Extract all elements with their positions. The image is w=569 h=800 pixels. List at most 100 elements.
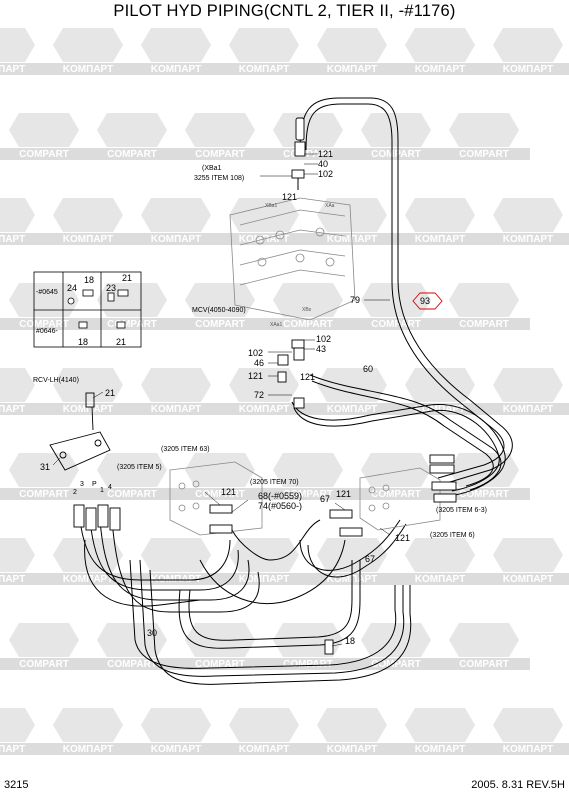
watermark-hexagon bbox=[141, 198, 211, 232]
ref-item-6: (3205 ITEM 6) bbox=[430, 532, 475, 539]
port-2: 2 bbox=[73, 489, 77, 496]
watermark-text: COMPART bbox=[107, 659, 157, 670]
ref-mcv: MCV(4050-4090) bbox=[192, 307, 246, 314]
watermark-text: KOMПАРТ bbox=[327, 744, 377, 755]
watermark-text: KOMПАРТ bbox=[239, 574, 289, 585]
watermark-text: KOMПАРТ bbox=[503, 574, 553, 585]
watermark-band bbox=[350, 658, 442, 670]
watermark-hexagon bbox=[0, 538, 35, 572]
watermark-hexagon bbox=[97, 623, 167, 657]
ref-rcv: RCV-LH(4140) bbox=[33, 377, 79, 384]
watermark-band bbox=[306, 63, 398, 75]
watermark-text: COMPART bbox=[107, 319, 157, 330]
label-46: 46 bbox=[254, 358, 264, 368]
watermark-band bbox=[482, 403, 569, 415]
watermark-text: COMPART bbox=[195, 659, 245, 670]
watermark-hexagon bbox=[361, 283, 431, 317]
label-102-top: 102 bbox=[318, 169, 333, 179]
watermark-band bbox=[482, 63, 569, 75]
label-18: 18 bbox=[345, 636, 355, 646]
watermark-hexagon bbox=[0, 708, 35, 742]
watermark-text: COMPART bbox=[19, 319, 69, 330]
watermark-hexagon bbox=[53, 368, 123, 402]
watermark-band bbox=[482, 233, 569, 245]
watermark-hexagon bbox=[317, 198, 387, 232]
watermark-text: KOMПАРТ bbox=[63, 234, 113, 245]
watermark-band bbox=[0, 148, 90, 160]
watermark-hexagon bbox=[361, 623, 431, 657]
watermark-band bbox=[262, 658, 354, 670]
label-121-g: 121 bbox=[395, 533, 410, 543]
watermark-band bbox=[86, 488, 178, 500]
watermark-text: KOMПАРТ bbox=[151, 234, 201, 245]
watermark-band bbox=[0, 233, 46, 245]
watermark-text: KOMПАРТ bbox=[503, 404, 553, 415]
watermark-hexagon bbox=[9, 113, 79, 147]
label-40: 40 bbox=[318, 159, 328, 169]
watermark-band bbox=[42, 403, 134, 415]
ref-item-70: (3205 ITEM 70) bbox=[250, 479, 299, 486]
port-xaa: XAa1 bbox=[270, 322, 282, 328]
watermark-text: KOMПАРТ bbox=[0, 234, 25, 245]
watermark-band bbox=[482, 573, 569, 585]
watermark-hexagon bbox=[229, 708, 299, 742]
fittings bbox=[73, 117, 457, 655]
watermark-hexagon bbox=[273, 453, 343, 487]
watermark-band bbox=[394, 233, 486, 245]
watermark-hexagon bbox=[229, 28, 299, 62]
label-60: 60 bbox=[363, 364, 373, 374]
watermark-hexagon bbox=[97, 453, 167, 487]
watermark-hexagon bbox=[53, 28, 123, 62]
watermark-hexagon bbox=[449, 283, 519, 317]
watermark-band bbox=[86, 318, 178, 330]
watermark-band bbox=[174, 148, 266, 160]
watermark-text: COMPART bbox=[459, 659, 509, 670]
watermark-hexagon bbox=[493, 708, 563, 742]
watermark-band bbox=[0, 63, 46, 75]
watermark-text: COMPART bbox=[459, 149, 509, 160]
mcv-valve-block bbox=[229, 197, 356, 321]
watermark-text: KOMПАРТ bbox=[151, 744, 201, 755]
watermark-band bbox=[306, 403, 398, 415]
watermark-band bbox=[218, 63, 310, 75]
watermark-band bbox=[394, 403, 486, 415]
watermark-text: KOMПАРТ bbox=[63, 64, 113, 75]
inset-table bbox=[33, 271, 142, 348]
watermark-hexagon bbox=[141, 708, 211, 742]
watermark-text: COMPART bbox=[459, 319, 509, 330]
watermark-hexagon bbox=[97, 113, 167, 147]
label-93: 93 bbox=[420, 296, 430, 306]
watermark-band bbox=[130, 743, 222, 755]
label-121-f: 121 bbox=[336, 489, 351, 499]
inset-part-21: 21 bbox=[122, 273, 132, 283]
ref-item-6-3: (3205 ITEM 6-3) bbox=[436, 507, 487, 514]
watermark-text: KOMПАРТ bbox=[415, 574, 465, 585]
watermark-hexagon bbox=[229, 538, 299, 572]
label-21: 21 bbox=[105, 388, 115, 398]
watermark-band bbox=[130, 573, 222, 585]
watermark-band bbox=[86, 148, 178, 160]
watermark-band bbox=[42, 573, 134, 585]
watermark-band bbox=[262, 318, 354, 330]
watermark-text: KOMПАРТ bbox=[503, 234, 553, 245]
inset-bolts bbox=[67, 289, 129, 329]
watermark-text: COMPART bbox=[195, 149, 245, 160]
watermark-text: KOMПАРТ bbox=[63, 574, 113, 585]
watermark-band bbox=[0, 488, 90, 500]
watermark-text: KOMПАРТ bbox=[151, 64, 201, 75]
inset-row-1-label: -#0645 bbox=[36, 289, 58, 296]
label-67-b: 67 bbox=[365, 554, 375, 564]
watermark-text: COMPART bbox=[283, 659, 333, 670]
watermark-hexagon bbox=[317, 28, 387, 62]
watermark-band bbox=[42, 63, 134, 75]
watermark-text: COMPART bbox=[371, 659, 421, 670]
port-xbs: XBs bbox=[302, 307, 312, 313]
watermark-text: KOMПАРТ bbox=[415, 744, 465, 755]
label-121-mid: 121 bbox=[282, 192, 297, 202]
watermark-text: COMPART bbox=[195, 319, 245, 330]
right-manifold-block bbox=[359, 467, 441, 531]
watermark-hexagon bbox=[405, 28, 475, 62]
part-labels: 121 40 102 121 (XBa1 3255 ITEM 108) XBa1… bbox=[33, 149, 487, 646]
label-121-top: 121 bbox=[318, 149, 333, 159]
label-30: 30 bbox=[147, 628, 157, 638]
